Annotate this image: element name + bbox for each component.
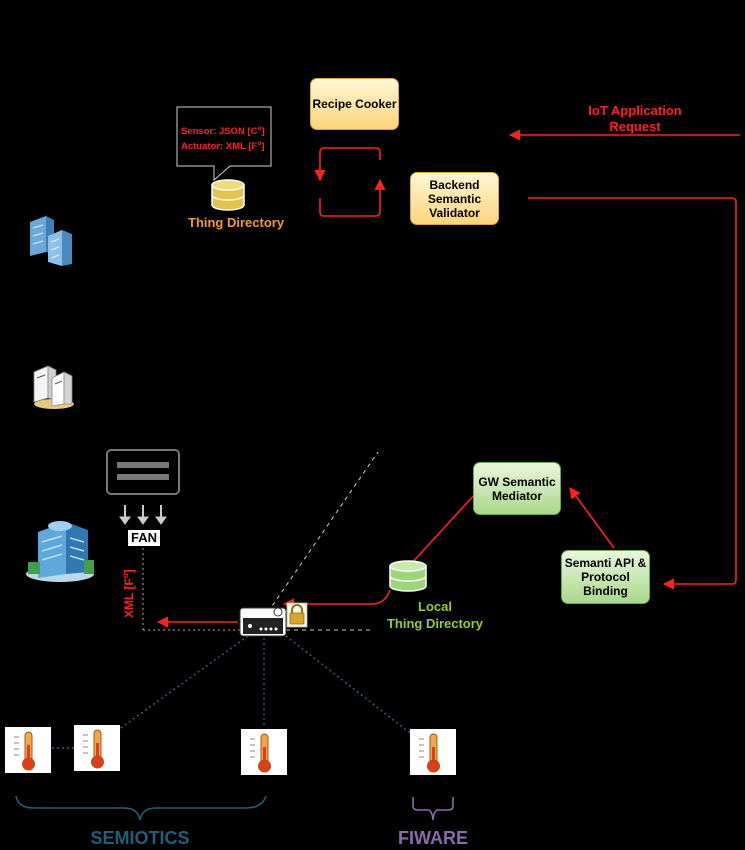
thermometer-icon <box>409 728 457 776</box>
local-label-line-2: Thing Directory <box>386 616 484 631</box>
thing-directory-label: Thing Directory <box>188 215 285 230</box>
fan-label: FAN <box>127 529 161 547</box>
local-label-line-1: Local <box>418 599 452 614</box>
binding-to-mediator-arrow <box>569 487 615 549</box>
semiotics-brace <box>15 795 267 821</box>
fiware-label: FIWARE <box>398 828 468 848</box>
sensor-note: Sensor: JSON [Co] <box>181 125 265 137</box>
cooker-loop-right <box>319 178 386 217</box>
office-building-icon <box>26 521 94 582</box>
thermometer-icon <box>240 728 288 776</box>
lock-icon <box>286 602 308 628</box>
binding-line-2: Protocol <box>581 570 630 584</box>
local-thing-directory-label: Local Thing Directory <box>370 598 500 632</box>
recipe-cooker-box: Recipe Cooker <box>310 78 399 130</box>
buildings-icon <box>30 216 72 266</box>
xml-fahrenheit-label: XML [Fo] <box>121 569 136 618</box>
gateway-to-thermo4-dashed <box>285 635 415 737</box>
gateway-uplink-dashed <box>267 451 379 613</box>
semiotics-label: SEMIOTICS <box>90 828 190 848</box>
iot-request-line-2: Request <box>609 119 661 134</box>
binding-line-1: Semanti API & <box>564 556 647 570</box>
thermometer-icon <box>4 726 52 774</box>
validator-line-1: Backend <box>429 177 480 192</box>
mediator-line-2: Mediator <box>491 488 542 503</box>
semanti-api-binding-box: Semanti API & Protocol Binding <box>561 550 650 604</box>
local-thing-directory-database-icon <box>389 560 427 592</box>
thing-directory-database-icon <box>211 179 245 211</box>
validator-to-binding-arrow <box>528 197 737 590</box>
validator-line-2: Semantic <box>427 191 482 206</box>
servers-icon <box>33 365 74 409</box>
recipe-cooker-label: Recipe Cooker <box>312 97 397 111</box>
gateway-to-thermo2-dashed <box>117 635 249 731</box>
local-db-to-gateway-arrow <box>282 589 391 610</box>
cooker-loop-left <box>314 147 381 182</box>
iot-application-request-label: IoT Application Request <box>560 103 710 135</box>
iot-request-line-1: IoT Application <box>588 103 682 118</box>
thing-directory-callout <box>176 106 272 182</box>
actuator-note: Actuator: XML [Fo] <box>181 140 265 152</box>
fiware-brace <box>412 797 454 821</box>
gw-semantic-mediator-box: GW Semantic Mediator <box>473 462 561 515</box>
actuator-icon <box>106 449 180 525</box>
gateway-icon <box>239 607 287 637</box>
binding-line-3: Binding <box>583 584 628 598</box>
mediator-line-1: GW Semantic <box>478 474 556 489</box>
validator-line-3: Validator <box>429 205 480 220</box>
backend-semantic-validator-box: Backend Semantic Validator <box>410 172 499 225</box>
thermometer-icon <box>73 724 121 772</box>
